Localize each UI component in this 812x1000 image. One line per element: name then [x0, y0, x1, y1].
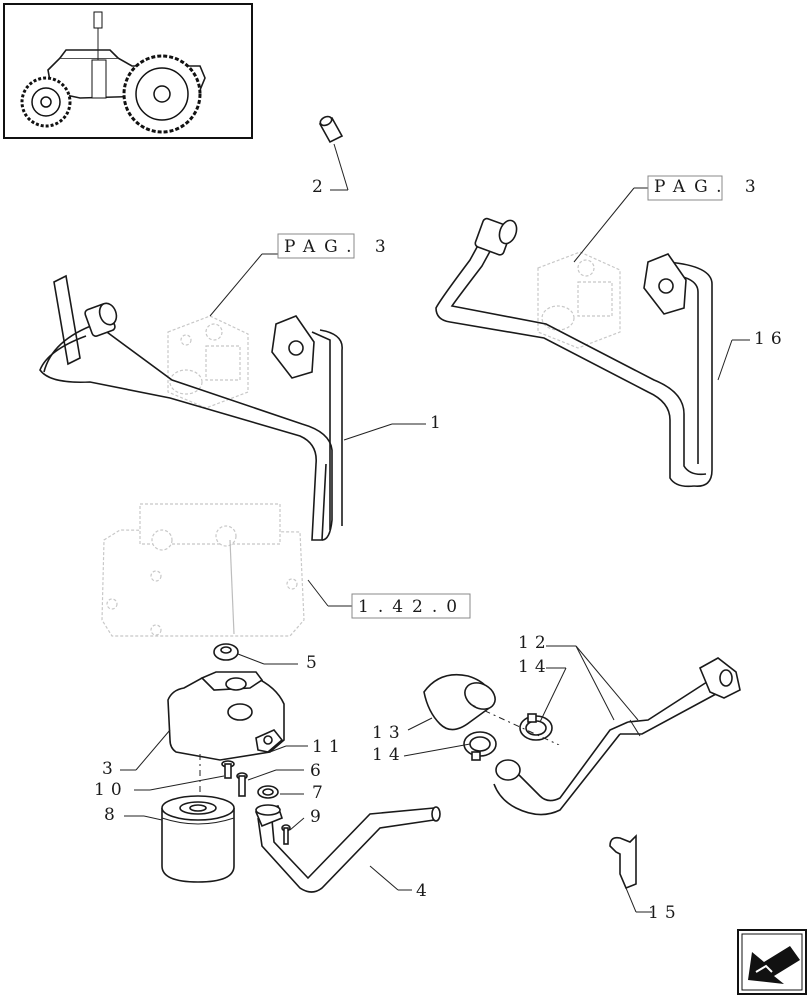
callout-14b: 14 — [372, 745, 406, 765]
part-14-clamp-upper — [519, 713, 553, 741]
part-1-pipe — [39, 274, 343, 541]
callout-9: 9 — [310, 807, 327, 827]
ref-pag-right: PAG. 3 — [654, 177, 765, 197]
callout-6: 6 — [310, 761, 327, 781]
part-10-bolt — [221, 760, 235, 779]
part-14-clamp-lower — [463, 731, 497, 761]
callout-4: 4 — [416, 881, 433, 901]
part-15-bracket — [609, 834, 637, 890]
part-13-hose — [423, 673, 496, 731]
part-16-pipe — [435, 217, 713, 488]
valve-block-right — [537, 251, 621, 349]
part-2-sleeve — [318, 115, 344, 144]
callout-8: 8 — [104, 805, 121, 825]
callout-16: 16 — [754, 329, 788, 349]
tractor-thumbnail-icon — [3, 3, 253, 139]
callout-14a: 14 — [518, 657, 552, 677]
next-page-arrow-icon[interactable] — [737, 929, 807, 995]
part-8-filter-cartridge — [161, 795, 235, 883]
part-9-screw — [281, 824, 291, 845]
callout-3: 3 — [102, 759, 119, 779]
callout-1: 1 — [430, 413, 447, 433]
valve-block-left — [167, 315, 249, 409]
callout-5: 5 — [306, 653, 323, 673]
callout-15: 15 — [648, 903, 682, 923]
part-7-seal — [257, 785, 279, 799]
callout-2: 2 — [312, 177, 329, 197]
part-4-pipe — [254, 804, 441, 893]
callout-13: 13 — [372, 723, 406, 743]
callout-11: 11 — [312, 737, 346, 757]
ref-pag-left: PAG. 3 — [284, 237, 395, 257]
part-3-filter-head — [167, 671, 285, 761]
ref-section: 1.42.0 — [358, 597, 466, 617]
callout-7: 7 — [312, 783, 329, 803]
callout-10: 10 — [94, 780, 128, 800]
pump-ghost — [101, 503, 305, 637]
part-5-nut — [213, 643, 239, 661]
part-6-bolt — [236, 772, 248, 797]
callout-12: 12 — [518, 633, 552, 653]
part-12-pipe — [493, 657, 741, 816]
